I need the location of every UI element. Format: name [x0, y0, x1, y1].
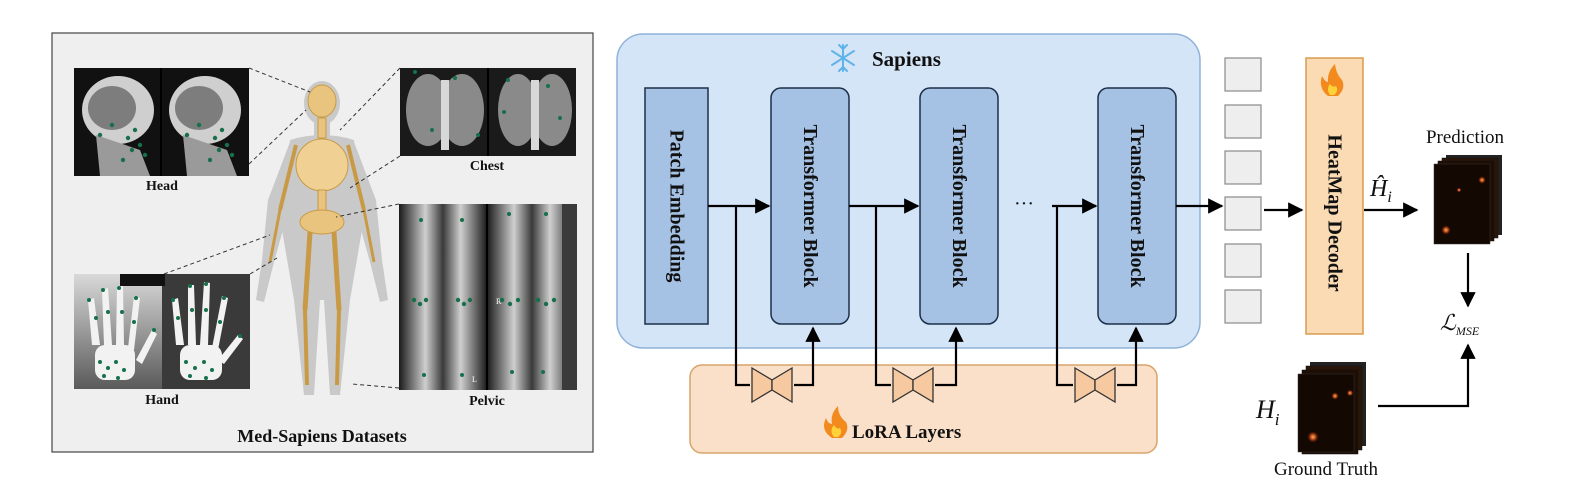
lora-adapter-3: [1074, 366, 1116, 404]
hand-landmark-dots: [87, 282, 242, 380]
head-landmark-dots: [97, 122, 235, 163]
heatmap-decoder-block: HeatMap Decoder: [1305, 57, 1364, 335]
fire-icon: [824, 406, 848, 438]
datasets-panel: Head Chest: [51, 32, 594, 453]
lora-layers-panel: [689, 364, 1158, 454]
decoder-label: HeatMap Decoder: [1324, 134, 1346, 291]
transformer-block-label: Transformer Block: [799, 124, 821, 288]
head-xray-image: [74, 68, 249, 176]
patch-embedding-block: Patch Embedding: [644, 87, 709, 325]
token-cell: [1224, 57, 1262, 92]
ellipsis: ···: [1014, 193, 1034, 215]
loss-symbol: ℒMSE: [1440, 310, 1480, 338]
flow-arrows: [708, 198, 1476, 408]
xray-marker-l: L: [472, 375, 477, 384]
datasets-title: Med-Sapiens Datasets: [237, 426, 407, 446]
pelvic-xray-image: R L: [399, 204, 577, 390]
token-cell: [1224, 104, 1262, 139]
transformer-block-2: Transformer Block: [919, 87, 999, 325]
head-label: Head: [146, 179, 178, 194]
xray-marker-r: R: [496, 297, 502, 306]
prediction-symbol: Ĥi: [1369, 176, 1392, 206]
sapiens-panel: Sapiens: [616, 33, 1201, 349]
token-column: [1224, 57, 1262, 324]
transformer-block-1: Transformer Block: [770, 87, 850, 325]
lora-label: LoRA Layers: [852, 422, 961, 443]
transformer-block-label: Transformer Block: [1126, 124, 1148, 288]
lora-adapter-1: [751, 366, 793, 404]
token-cell: [1224, 243, 1262, 278]
ground-truth-label: Ground Truth: [1274, 459, 1378, 480]
lora-adapter-2: [892, 366, 934, 404]
pelvic-label: Pelvic: [469, 394, 505, 409]
transformer-block-3: Transformer Block: [1097, 87, 1177, 325]
ground-truth-heatmap-stack: [1297, 362, 1366, 455]
token-cell: [1224, 150, 1262, 185]
token-cell: [1224, 289, 1262, 324]
callout-lines: [163, 67, 401, 389]
prediction-heatmap-stack: [1422, 150, 1511, 249]
token-cell: [1224, 196, 1262, 231]
hand-label: Hand: [145, 393, 179, 408]
patch-embedding-label: Patch Embedding: [666, 130, 688, 283]
transformer-block-label: Transformer Block: [948, 124, 970, 288]
gt-symbol: Hi: [1255, 395, 1280, 429]
skeleton-illustration: [268, 84, 376, 386]
chest-landmark-dots: [413, 70, 562, 137]
sapiens-label: Sapiens: [872, 47, 941, 71]
snowflake-icon: [831, 44, 855, 72]
prediction-label: Prediction: [1426, 127, 1505, 148]
chest-xray-image: [400, 68, 576, 156]
pelvic-landmark-dots: [411, 212, 557, 377]
chest-label: Chest: [470, 159, 505, 174]
fire-icon: [1320, 64, 1344, 96]
hand-xray-image: [74, 274, 250, 389]
